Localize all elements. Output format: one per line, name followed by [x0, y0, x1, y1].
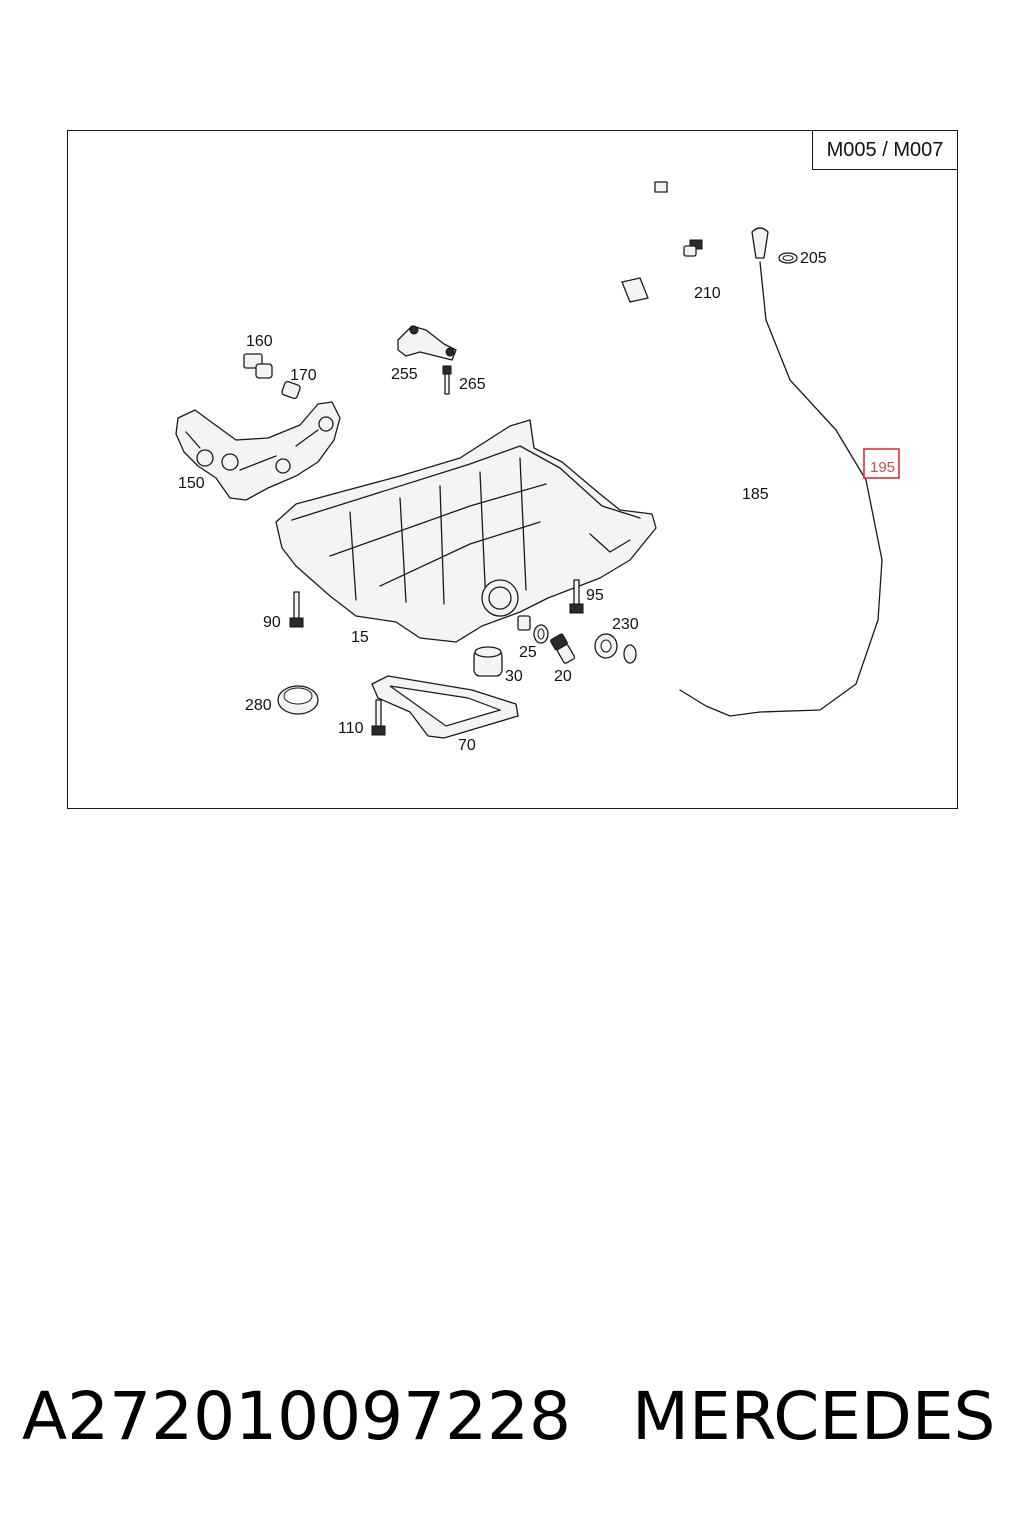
part-15-oil-pan[interactable]: [275, 419, 657, 643]
part-oil-sensor[interactable]: [517, 615, 531, 631]
part-30-plug[interactable]: [473, 646, 503, 677]
label-230: 230: [612, 616, 639, 633]
label-150: 150: [178, 475, 205, 492]
part-number: A272010097228: [22, 1378, 572, 1455]
label-205: 205: [800, 250, 827, 267]
label-210: 210: [694, 285, 721, 302]
label-70: 70: [458, 737, 476, 754]
label-265: 265: [459, 376, 486, 393]
part-205-o-ring[interactable]: [778, 252, 798, 264]
part-195-dipstick[interactable]: [679, 227, 883, 717]
part-90-bolt[interactable]: [289, 591, 304, 628]
label-110: 110: [338, 720, 364, 737]
part-110-bolt[interactable]: [371, 699, 386, 736]
label-90: 90: [263, 614, 281, 631]
part-170-sleeve[interactable]: [281, 380, 301, 400]
label-25: 25: [519, 644, 537, 661]
part-20-drain-plug[interactable]: [550, 633, 576, 664]
part-280-seal-ring[interactable]: [277, 685, 319, 715]
part-160-bolt[interactable]: [243, 353, 273, 379]
highlight-box-195[interactable]: [863, 448, 900, 479]
label-20: 20: [554, 668, 572, 685]
part-210-bolt[interactable]: [683, 239, 703, 257]
part-25-seal-ring[interactable]: [533, 624, 549, 644]
label-30: 30: [505, 668, 523, 685]
model-code: M005 / M007: [826, 138, 944, 161]
part-230-grommet[interactable]: [594, 633, 618, 659]
part-95-bolt[interactable]: [569, 579, 584, 614]
label-95: 95: [586, 587, 604, 604]
diagram-frame: [67, 130, 958, 809]
label-185: 185: [742, 486, 769, 503]
part-255-bracket[interactable]: [397, 325, 457, 361]
part-150-bracket[interactable]: [175, 401, 341, 501]
label-280: 280: [245, 697, 272, 714]
label-170: 170: [290, 367, 317, 384]
exploded-parts-diagram: 160 170 255 265 150 210 205 185 90 15 95…: [175, 181, 900, 754]
label-195-highlighted[interactable]: 195: [870, 459, 895, 476]
model-code-box: M005 / M007: [812, 130, 958, 170]
part-185-guide-tube[interactable]: [621, 181, 782, 664]
label-255: 255: [391, 366, 418, 383]
label-15: 15: [351, 629, 369, 646]
label-160: 160: [246, 333, 273, 350]
brand-name: MERCEDES: [632, 1378, 996, 1455]
part-70-gasket[interactable]: [371, 675, 519, 739]
part-265-bolt[interactable]: [442, 365, 452, 395]
